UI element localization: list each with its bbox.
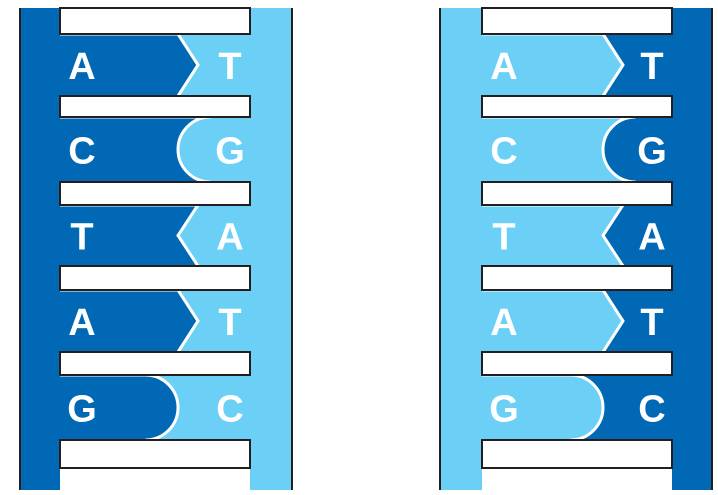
rung-3 (481, 265, 673, 291)
base-label-left-2: C (68, 131, 95, 173)
base-label-left-3: T (70, 217, 93, 259)
base-label-right-3: A (638, 217, 665, 259)
left-backbone (440, 8, 482, 490)
rung-2 (59, 181, 251, 206)
base-left-1 (482, 34, 623, 96)
base-label-right-4: T (640, 302, 663, 344)
base-label-right-5: C (216, 389, 243, 431)
dna-strand-2: A T C G T A A T G C (439, 7, 713, 490)
rung-top (481, 7, 673, 35)
base-label-left-1: A (68, 46, 95, 88)
base-label-right-2: G (637, 131, 667, 173)
base-label-left-3: T (492, 217, 515, 259)
base-left-2 (60, 117, 211, 182)
rung-3 (59, 265, 251, 291)
base-pair-interface-5 (482, 373, 605, 442)
rung-5 (481, 439, 673, 469)
rung-5 (59, 439, 251, 469)
dna-strand-1: A T C G T A A T G C (19, 7, 293, 490)
base-pair-interface-2 (482, 115, 636, 184)
base-pair-interface-2 (60, 115, 211, 184)
rung-top (59, 7, 251, 35)
base-left-4 (60, 290, 198, 352)
base-left-1 (60, 34, 198, 96)
base-label-left-5: G (67, 389, 97, 431)
base-left-2 (482, 117, 636, 182)
base-label-right-3: A (216, 217, 243, 259)
base-label-right-1: T (640, 46, 663, 88)
base-pair-interface-5 (60, 373, 180, 442)
rung-2 (481, 181, 673, 206)
base-label-left-2: C (490, 131, 517, 173)
base-left-3 (60, 205, 198, 266)
base-left-3 (482, 205, 623, 266)
base-label-right-1: T (218, 46, 241, 88)
rung-1 (59, 95, 251, 118)
base-label-right-2: G (215, 131, 245, 173)
base-label-left-4: A (68, 302, 95, 344)
rung-4 (59, 351, 251, 376)
right-backbone (672, 8, 712, 490)
base-left-5 (60, 375, 178, 440)
rung-4 (481, 351, 673, 376)
right-backbone (250, 8, 292, 490)
base-label-left-4: A (490, 302, 517, 344)
base-label-right-4: T (218, 302, 241, 344)
base-left-4 (482, 290, 623, 352)
base-label-right-5: C (638, 389, 665, 431)
left-backbone (20, 8, 60, 490)
base-label-left-1: A (490, 46, 517, 88)
rung-1 (481, 95, 673, 118)
base-label-left-5: G (489, 389, 519, 431)
base-left-5 (482, 375, 603, 440)
